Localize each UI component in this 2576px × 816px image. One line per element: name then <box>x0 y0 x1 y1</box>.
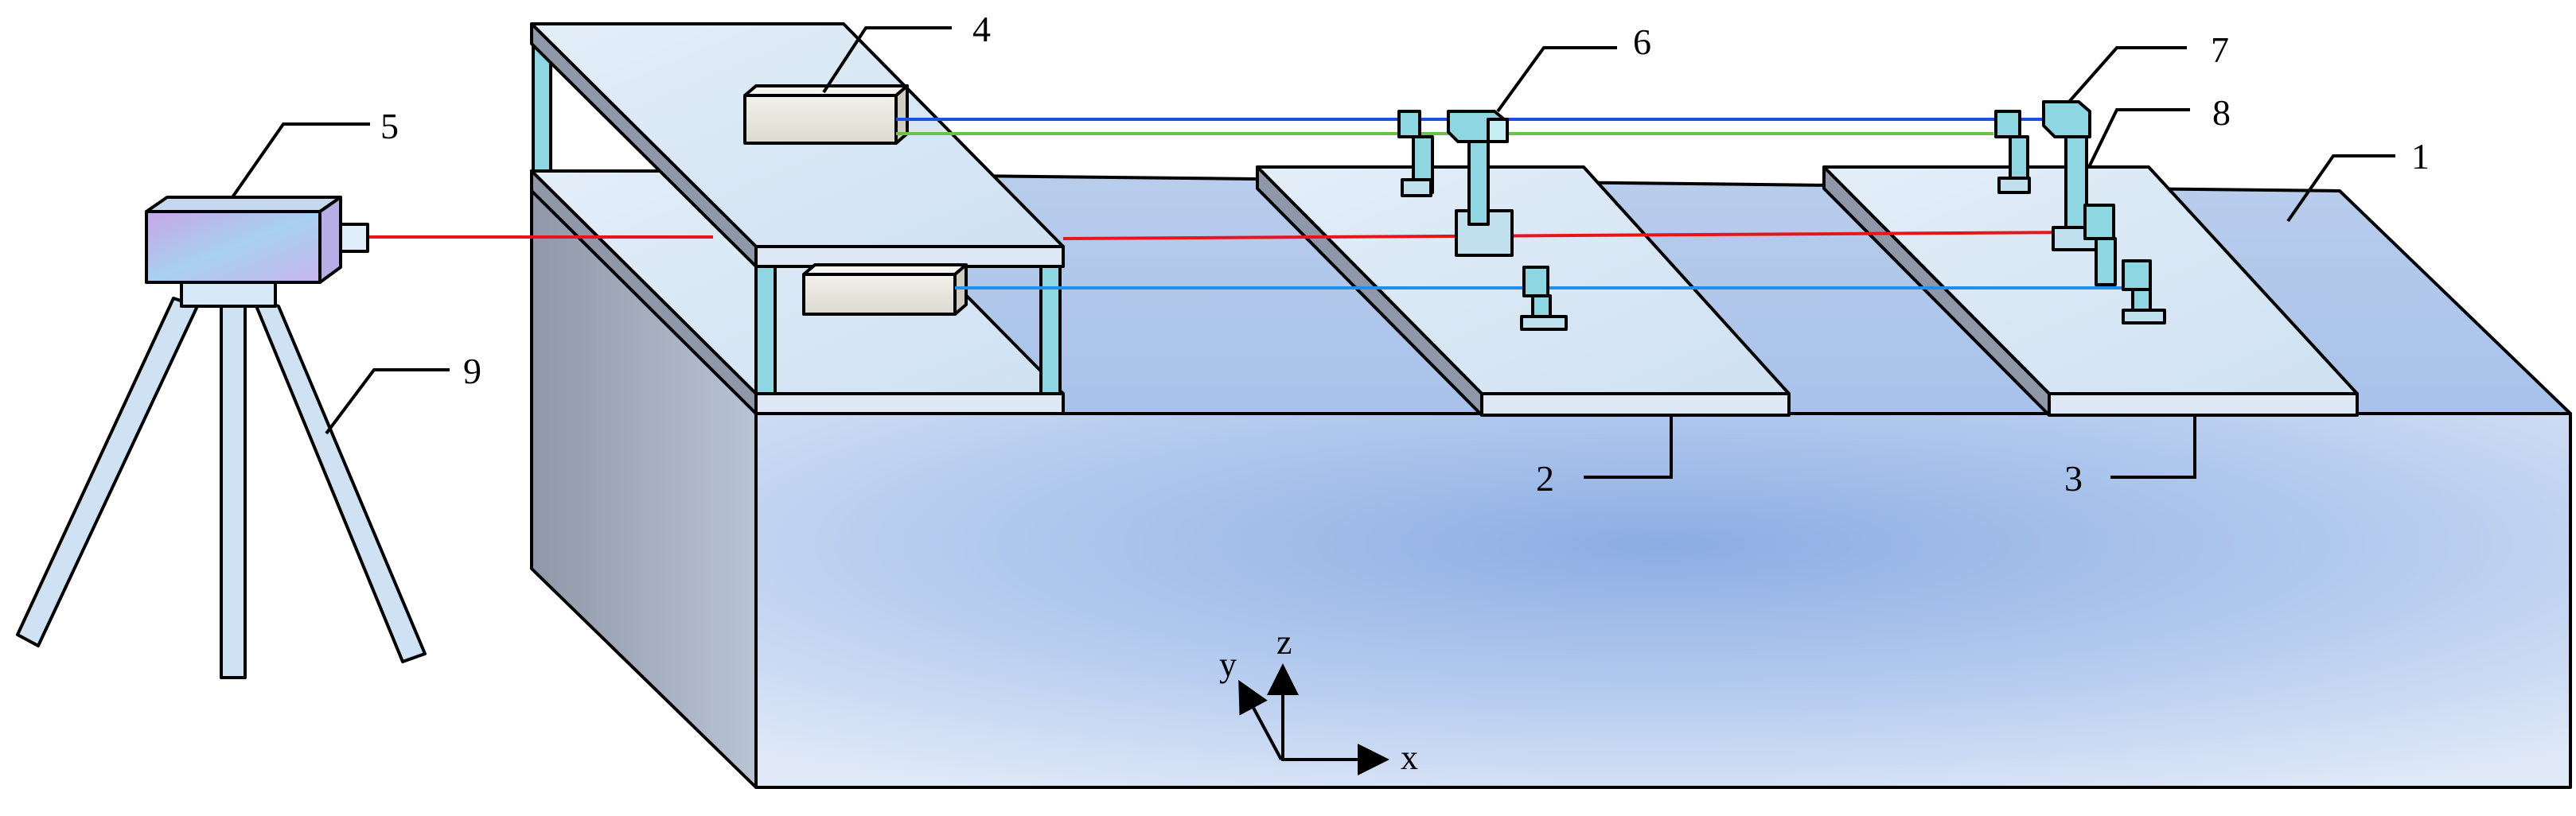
callout-1: 1 <box>2411 136 2430 177</box>
z-axis-label: z <box>1276 623 1292 662</box>
callout-7: 7 <box>2211 29 2229 70</box>
callout-2: 2 <box>1536 458 1554 499</box>
frame-post <box>532 42 552 173</box>
callout-3: 3 <box>2064 458 2083 499</box>
red-laser-beam <box>1062 231 2086 240</box>
frame-lower-shelf-front <box>754 392 1065 415</box>
reflector-pole-6 <box>1447 110 1514 257</box>
y-axis-arrow <box>1238 679 1283 760</box>
floating-plate-3 <box>1822 165 2359 417</box>
frame-post <box>1039 265 1062 395</box>
frame-post <box>754 265 777 395</box>
lower-box <box>802 263 968 316</box>
callout-9: 9 <box>463 351 481 391</box>
coordinate-axes: x z y <box>1219 623 1418 777</box>
leader-lines <box>231 26 2395 479</box>
callout-4: 4 <box>972 9 991 49</box>
callout-labels: 1 2 3 4 5 6 7 8 9 <box>380 9 2430 499</box>
y-axis-label: y <box>1219 645 1237 684</box>
support-frame <box>530 22 1065 415</box>
reflector-8-lower <box>2083 204 2166 324</box>
tripod <box>16 281 427 679</box>
frame-upper-shelf-front <box>754 245 1065 268</box>
tank-front-face <box>754 412 2572 789</box>
laser-camera <box>145 196 369 284</box>
callout-5: 5 <box>380 106 399 146</box>
callout-8: 8 <box>2212 92 2231 133</box>
reflector-7 <box>1994 110 2031 194</box>
reflector-6-bottom <box>1520 266 1568 331</box>
upper-box <box>743 84 909 145</box>
reflector-6-left <box>1397 110 1434 197</box>
callout-6: 6 <box>1633 21 1651 62</box>
x-axis-label: x <box>1401 738 1418 777</box>
